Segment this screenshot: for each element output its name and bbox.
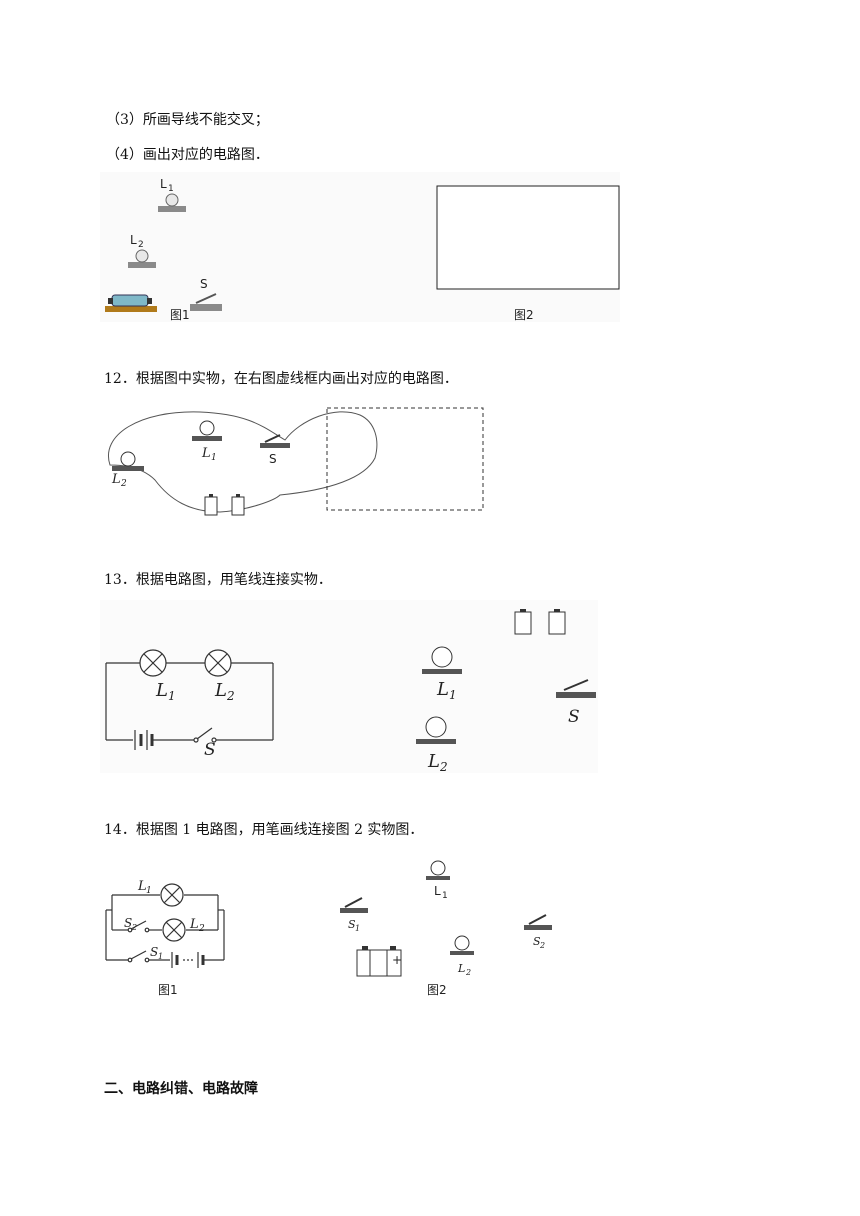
real-switch-s: S xyxy=(190,277,222,311)
real-lamp-l1: L 1 xyxy=(426,860,450,901)
real-switch-s2: S 2 xyxy=(524,914,552,950)
figure-top: L 1 L 2 S 图1 图2 xyxy=(100,172,620,322)
real-lamp-l1: L 1 xyxy=(158,177,186,212)
lamp-l1-sub: 1 xyxy=(211,453,217,463)
circuit-schematic xyxy=(105,662,274,741)
battery-plus-sign: + xyxy=(392,953,402,967)
real-l2-label: L xyxy=(457,962,465,975)
figure-14: L 1 L 2 S 2 S 1 图1 L 1 S 1 S 2 xyxy=(105,860,552,997)
real-lamp-l2: L 2 xyxy=(111,451,144,489)
question-14: 14．根据图 1 电路图，用笔画线连接图 2 实物图． xyxy=(104,822,424,838)
schematic-l2-sub: 2 xyxy=(198,924,205,934)
section-2-heading: 二、电路纠错、电路故障 xyxy=(104,1081,258,1097)
instruction-3: （3）所画导线不能交叉； xyxy=(106,112,269,128)
real-lamp-l2: L 2 xyxy=(450,935,474,977)
schematic-lamp-l1 xyxy=(139,649,167,677)
lamp-l2-label: L xyxy=(111,472,121,487)
real-lamp-l2: L 2 xyxy=(128,233,156,268)
wire-path xyxy=(108,411,378,513)
schematic-switch-label: S xyxy=(204,740,216,760)
schematic-switch-s2 xyxy=(127,920,150,933)
schematic-l2-label: L xyxy=(214,680,227,701)
real-battery-box: + xyxy=(356,946,402,977)
real-s1-label: S xyxy=(348,918,356,931)
real-switch-s1: S 1 xyxy=(340,897,368,933)
figure-2-caption: 图2 xyxy=(427,983,447,997)
schematic-l2-sub: 2 xyxy=(226,689,235,703)
schematic-battery xyxy=(171,952,205,968)
schematic-l2-label: L xyxy=(189,917,199,932)
lamp-l1-sub: 1 xyxy=(168,184,174,194)
real-l2-sub: 2 xyxy=(465,968,471,977)
lamp-l1-label: L xyxy=(160,177,167,191)
schematic-l1-sub: 1 xyxy=(146,886,152,896)
schematic-s1-sub: 1 xyxy=(158,952,163,961)
real-lamp-l2: L 2 xyxy=(416,716,456,774)
real-lamp-l1: L 1 xyxy=(422,646,462,702)
real-s1-sub: 1 xyxy=(355,924,360,933)
real-switch-label: S xyxy=(568,707,580,727)
schematic-s2-sub: 2 xyxy=(131,923,137,932)
figure-2-caption: 图2 xyxy=(514,308,534,322)
real-s2-sub: 2 xyxy=(539,941,545,950)
lamp-l2-sub: 2 xyxy=(120,479,127,489)
schematic-s2-label: S xyxy=(124,916,132,930)
real-batteries xyxy=(204,494,245,516)
schematic-l1-label: L xyxy=(137,879,147,894)
schematic-switch xyxy=(193,727,217,743)
answer-box xyxy=(436,185,620,290)
real-lamp-l1: L 1 xyxy=(192,420,222,463)
instruction-4: （4）画出对应的电路图． xyxy=(106,147,269,163)
schematic-lamp-l2 xyxy=(204,649,232,677)
real-l2-sub: 2 xyxy=(439,760,448,774)
real-battery-holder xyxy=(105,294,157,312)
question-12: 12．根据图中实物，在右图虚线框内画出对应的电路图． xyxy=(104,371,458,387)
schematic-lamp-l1 xyxy=(160,883,184,907)
lamp-l2-sub: 2 xyxy=(138,240,144,250)
figure-12: L 1 S L 2 xyxy=(108,407,484,516)
switch-s-label: S xyxy=(269,452,277,466)
real-switch-s: S xyxy=(556,679,596,727)
real-s2-label: S xyxy=(533,935,541,948)
real-l1-label: L xyxy=(434,884,441,898)
real-l1-sub: 1 xyxy=(442,891,448,901)
lamp-l1-label: L xyxy=(201,446,211,461)
figure-1-caption: 图1 xyxy=(158,983,178,997)
figure-13: L 1 L 2 S L 1 S L 2 xyxy=(100,600,598,774)
schematic-lamp-l2 xyxy=(162,918,186,942)
real-l1-label: L xyxy=(436,679,449,700)
schematic-battery xyxy=(134,730,154,750)
real-l2-label: L xyxy=(427,751,440,772)
figure-1-caption: 图1 xyxy=(170,308,190,322)
real-batteries xyxy=(514,609,566,635)
circuit-schematic xyxy=(105,894,225,961)
real-l1-sub: 1 xyxy=(449,688,457,702)
real-switch-s: S xyxy=(260,434,290,466)
schematic-l1-label: L xyxy=(155,680,168,701)
dashed-answer-box xyxy=(326,407,484,511)
question-13: 13．根据电路图，用笔线连接实物． xyxy=(104,572,332,588)
schematic-switch-s1 xyxy=(127,950,150,963)
schematic-s1-label: S xyxy=(150,945,158,959)
switch-s-label: S xyxy=(200,277,208,291)
lamp-l2-label: L xyxy=(130,233,137,247)
schematic-l1-sub: 1 xyxy=(168,689,176,703)
